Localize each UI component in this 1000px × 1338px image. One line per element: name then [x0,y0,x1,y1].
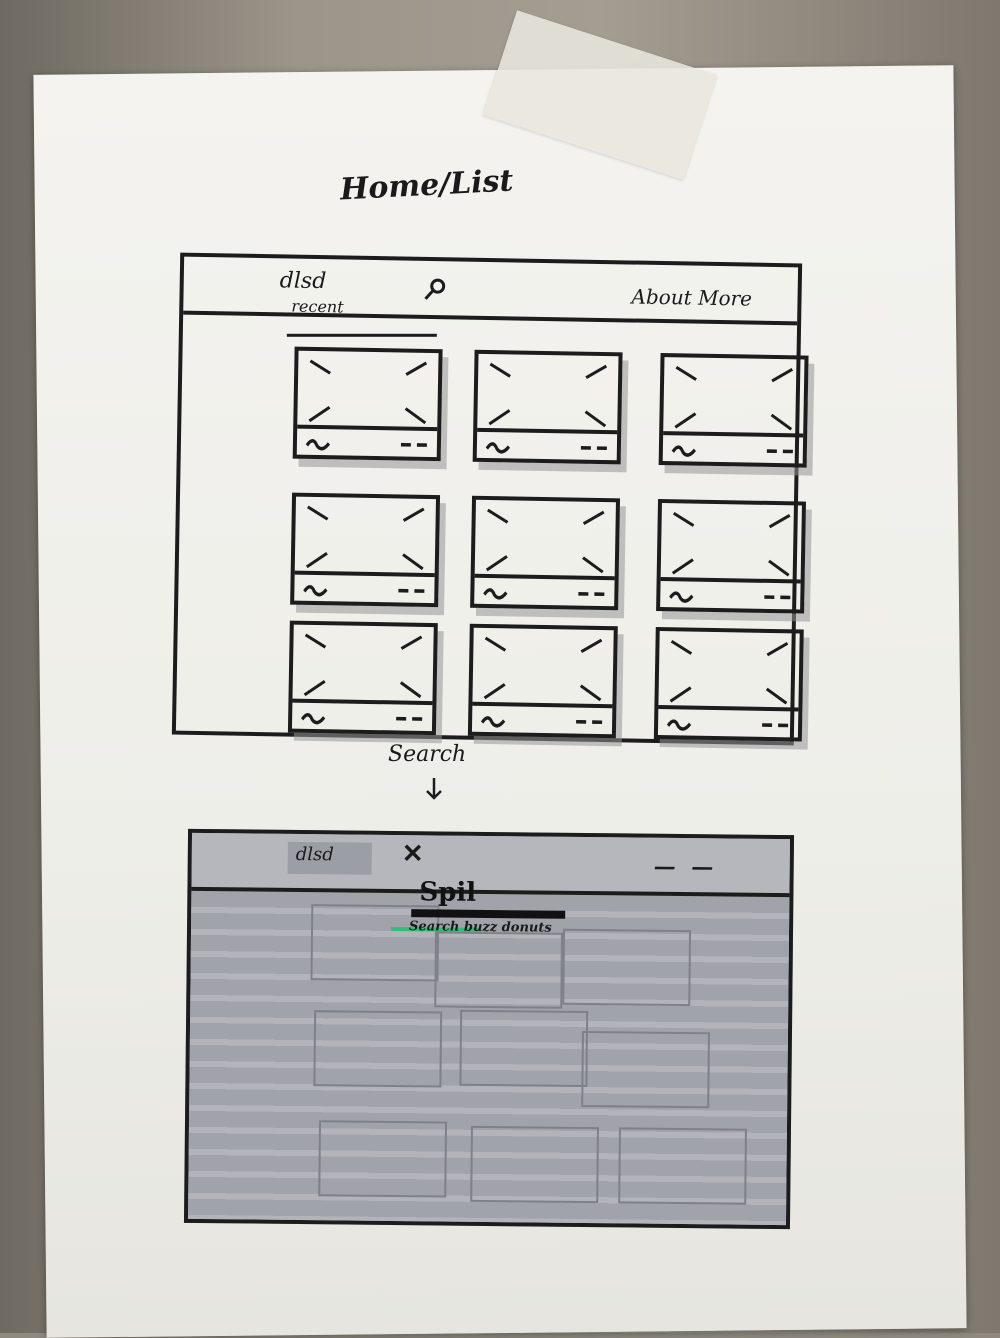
card-footer [477,428,618,460]
home-wireframe: dlsd About More recent [172,253,802,746]
arrow-down-icon [424,778,444,800]
image-placeholder-icon [661,503,802,585]
card-footer [658,705,799,737]
search-input[interactable]: Spil [411,881,539,916]
content-card[interactable] [473,350,623,465]
image-placeholder-icon [297,351,438,433]
section-underline [287,334,437,337]
image-placeholder-icon [663,357,804,439]
content-card[interactable] [656,499,806,614]
nav-links[interactable]: About More [631,284,752,310]
logo[interactable]: dlsd [280,268,327,294]
card-footer [472,702,613,734]
ghost-card [318,1120,447,1197]
content-card[interactable] [288,621,438,736]
card-footer [663,431,804,463]
image-placeholder-icon [295,497,436,579]
search-icon[interactable] [423,277,447,301]
ghost-card [459,1010,588,1087]
search-input-underline [411,909,565,919]
image-placeholder-icon [472,628,613,710]
transition-label: Search [388,742,466,767]
ghost-card [434,931,563,1008]
card-footer [297,425,438,457]
image-placeholder-icon [292,625,433,707]
search-hint: Search buzz donuts [409,919,552,935]
ghost-card [618,1127,747,1204]
content-card[interactable] [654,627,804,742]
card-footer [474,574,615,606]
content-card[interactable] [293,347,443,462]
logo[interactable]: dlsd [296,844,334,865]
nav-links-placeholder[interactable]: — — [654,854,718,881]
section-label: recent [291,297,344,317]
card-footer [292,699,433,731]
ghost-card [581,1031,710,1108]
close-icon[interactable]: ✕ [402,839,424,869]
content-card[interactable] [470,496,620,611]
search-wireframe: dlsd ✕ — — Spil Search buzz donuts [184,829,794,1229]
navbar: dlsd About More [183,257,798,326]
image-placeholder-icon [477,354,618,436]
ghost-card [562,929,691,1006]
search-input-value[interactable]: Spil [419,877,476,908]
image-placeholder-icon [658,631,799,713]
content-card[interactable] [290,493,440,608]
card-footer [660,577,801,609]
ghost-card [470,1126,599,1203]
ghost-card [313,1010,442,1087]
image-placeholder-icon [475,500,616,582]
card-footer [294,571,435,603]
content-card[interactable] [659,353,809,468]
content-card[interactable] [468,624,618,739]
